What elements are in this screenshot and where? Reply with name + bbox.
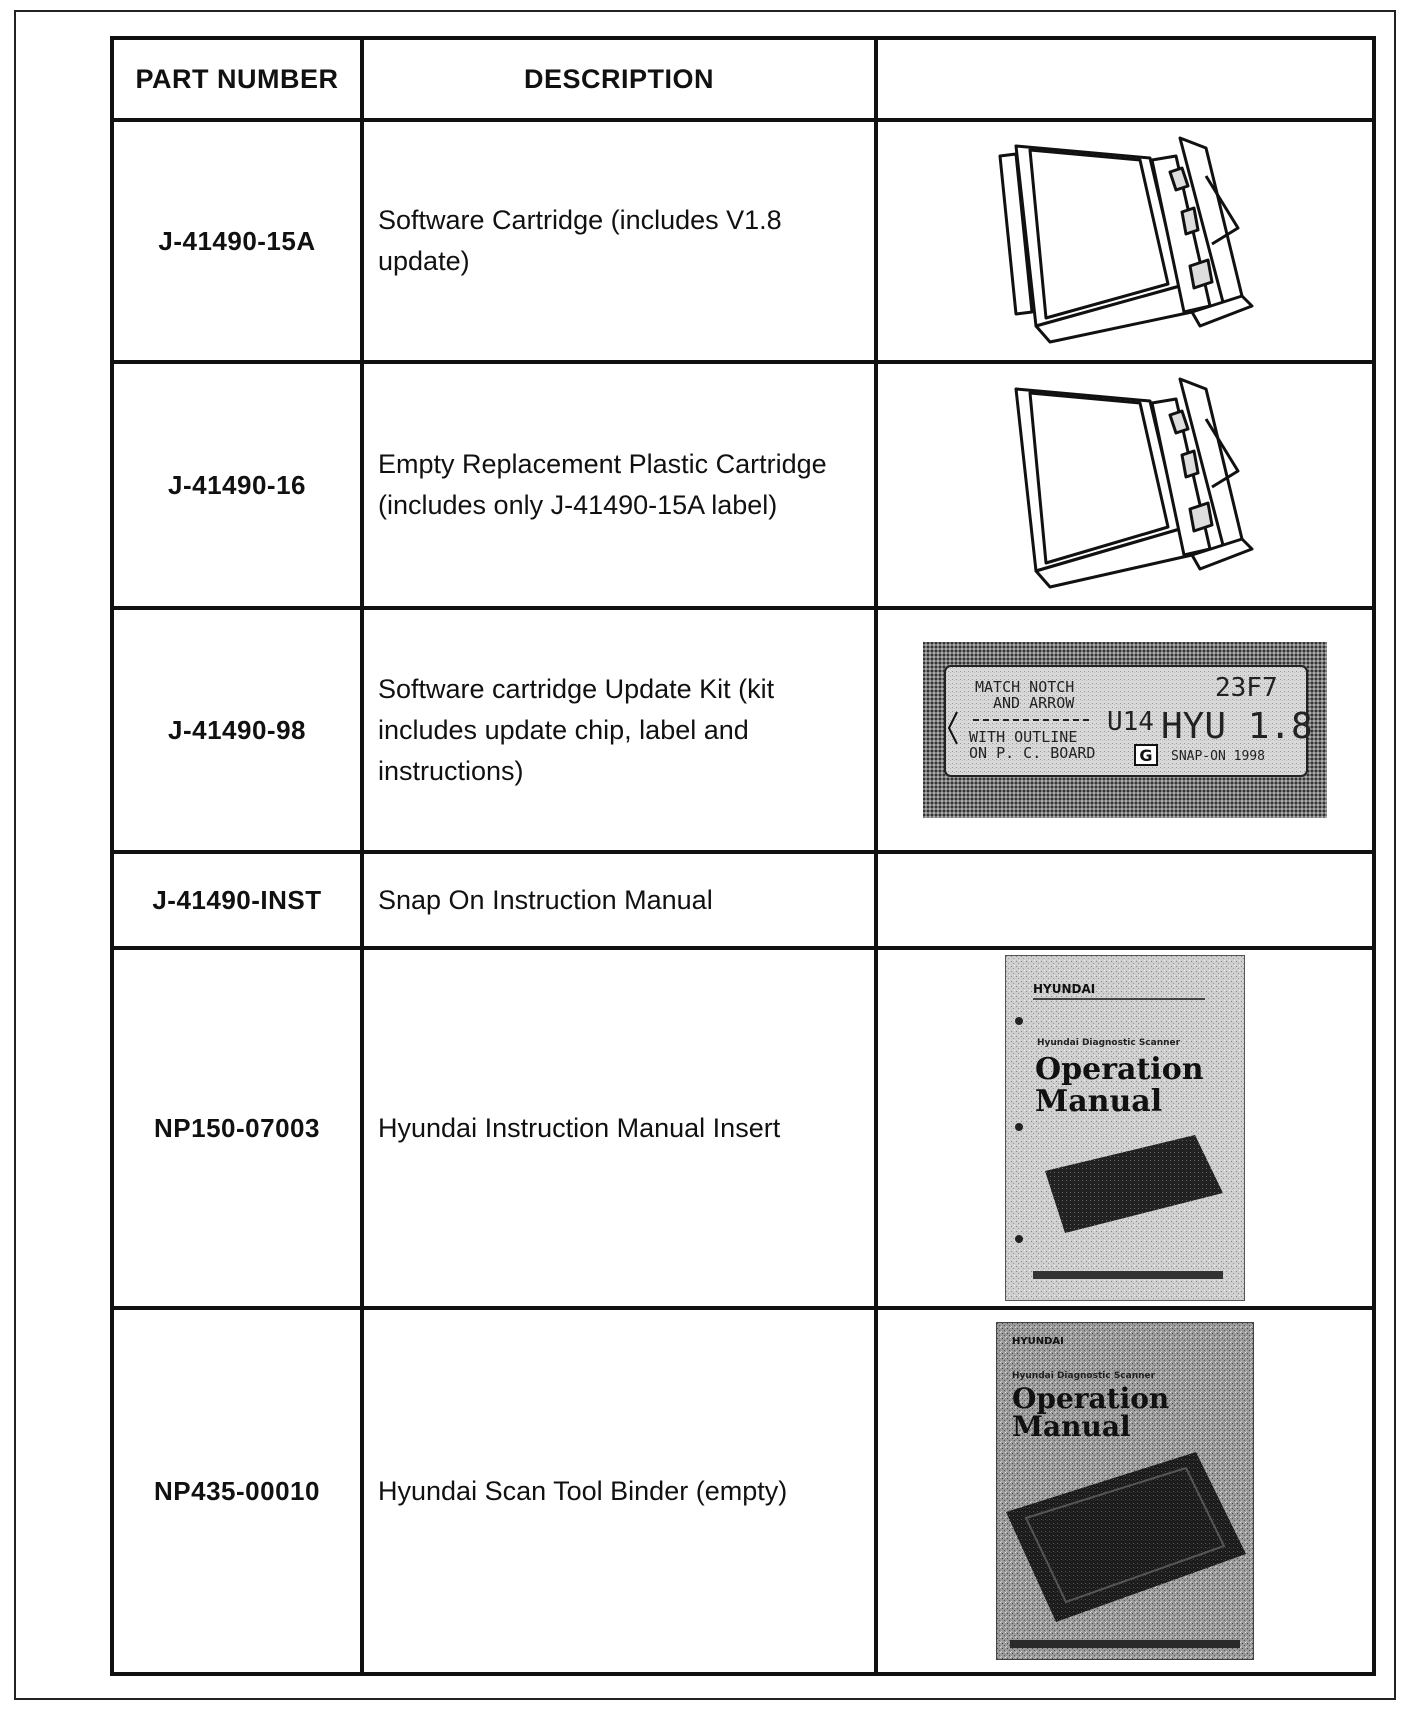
description: Hyundai Scan Tool Binder (empty) <box>360 1306 878 1676</box>
header-image <box>874 36 1376 122</box>
table-row: J-41490-INST Snap On Instruction Manual <box>110 850 1376 950</box>
header-description: DESCRIPTION <box>360 36 878 122</box>
row-image-cell <box>874 118 1376 364</box>
part-number: NP150-07003 <box>110 946 364 1310</box>
label-badge: G <box>1139 746 1152 765</box>
row-image-cell: HYUNDAI Hyundai Diagnostic Scanner Opera… <box>874 1306 1376 1676</box>
table-row: NP435-00010 Hyundai Scan Tool Binder (em… <box>110 1306 1376 1676</box>
description: Empty Replacement Plastic Cartridge (inc… <box>360 360 878 610</box>
cover-title2: Manual <box>1035 1084 1162 1119</box>
cover-subtitle: Hyundai Diagnostic Scanner <box>1037 1038 1181 1048</box>
cover-title2: Manual <box>1012 1410 1131 1443</box>
part-number: J-41490-16 <box>110 360 364 610</box>
description: Software Cartridge (includes V1.8 update… <box>360 118 878 364</box>
label-brand: SNAP-ON 1998 <box>1171 749 1265 764</box>
parts-table: PART NUMBER DESCRIPTION J-41490-15A Soft… <box>110 36 1376 1676</box>
cover-subtitle: Hyundai Diagnostic Scanner <box>1012 1371 1156 1381</box>
description: Hyundai Instruction Manual Insert <box>360 946 878 1310</box>
label-icon: MATCH NOTCH AND ARROW WITH OUTLINE ON P.… <box>923 642 1327 818</box>
description: Software cartridge Update Kit (kit inclu… <box>360 606 878 854</box>
label-product: HYU 1.8 <box>1161 706 1313 747</box>
part-number: J-41490-INST <box>110 850 364 950</box>
cartridge-icon <box>998 136 1254 344</box>
cover-title1: Operation <box>1035 1052 1204 1087</box>
cartridge-icon <box>1014 377 1254 589</box>
header-row: PART NUMBER DESCRIPTION <box>110 36 1376 122</box>
cover-title1: Operation <box>1012 1382 1169 1415</box>
label-line4: ON P. C. BOARD <box>969 744 1095 762</box>
label-code: 23F7 <box>1215 673 1278 703</box>
binder-cover-icon: HYUNDAI Hyundai Diagnostic Scanner Opera… <box>996 1322 1254 1660</box>
part-number: NP435-00010 <box>110 1306 364 1676</box>
row-image-cell: HYUNDAI Hyundai Diagnostic Scanner Opera… <box>874 946 1376 1310</box>
row-image-cell: MATCH NOTCH AND ARROW WITH OUTLINE ON P.… <box>874 606 1376 854</box>
label-line2: AND ARROW <box>993 694 1075 712</box>
table-row: J-41490-15A Software Cartridge (includes… <box>110 118 1376 364</box>
description: Snap On Instruction Manual <box>360 850 878 950</box>
table-row: J-41490-16 Empty Replacement Plastic Car… <box>110 360 1376 610</box>
row-image-cell <box>874 850 1376 950</box>
label-line3: WITH OUTLINE <box>969 728 1077 746</box>
part-number: J-41490-15A <box>110 118 364 364</box>
part-number: J-41490-98 <box>110 606 364 854</box>
manual-cover-icon: HYUNDAI Hyundai Diagnostic Scanner Opera… <box>1005 955 1245 1301</box>
label-model: U14 <box>1107 707 1154 737</box>
cover-brand: HYUNDAI <box>1033 982 1095 996</box>
cover-brand: HYUNDAI <box>1012 1336 1064 1347</box>
header-part-number: PART NUMBER <box>110 36 364 122</box>
table-row: J-41490-98 Software cartridge Update Kit… <box>110 606 1376 854</box>
table-row: NP150-07003 Hyundai Instruction Manual I… <box>110 946 1376 1310</box>
row-image-cell <box>874 360 1376 610</box>
page-frame <box>14 10 1396 1700</box>
label-line1: MATCH NOTCH <box>975 678 1074 696</box>
